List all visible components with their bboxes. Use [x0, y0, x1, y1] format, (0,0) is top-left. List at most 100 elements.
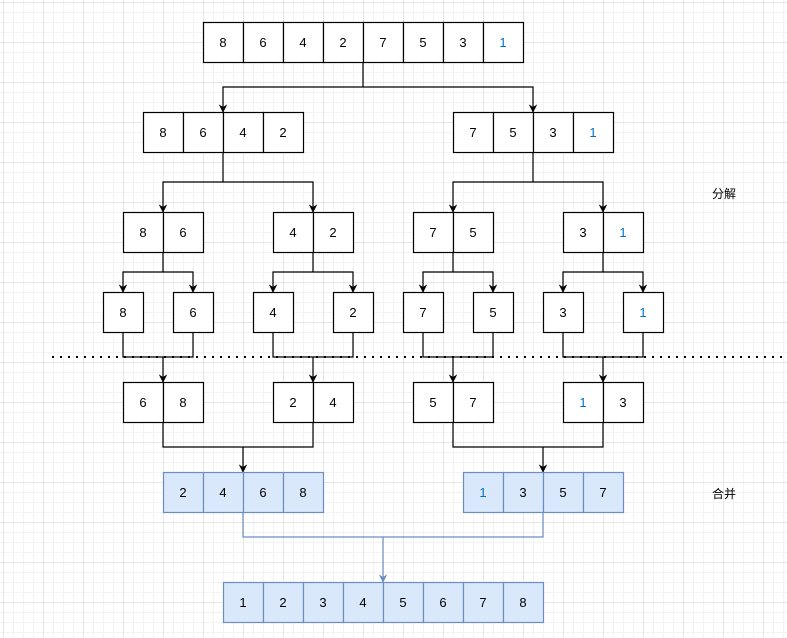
cell-value: 6: [189, 305, 196, 320]
cell-value: 4: [289, 225, 296, 240]
cell-value: 3: [619, 395, 626, 410]
cell-value: 4: [219, 485, 226, 500]
cell-value: 2: [279, 125, 286, 140]
array-cell: [162, 211, 205, 254]
cell-value: 4: [329, 395, 336, 410]
array-cell: [262, 111, 305, 154]
array-cell: [322, 21, 365, 64]
cell-value: 8: [119, 305, 126, 320]
array-cell: [162, 471, 205, 514]
cell-value: 1: [579, 395, 586, 410]
cell-value: 2: [349, 305, 356, 320]
connector-line: [363, 86, 538, 113]
cell-value: 1: [639, 305, 646, 320]
array-cell: [242, 471, 285, 514]
connector-line: [272, 332, 313, 358]
connector-line: [268, 271, 313, 293]
array-cell: [262, 581, 305, 624]
array-cell: [462, 581, 505, 624]
array-node: 7 5 3 1: [452, 111, 615, 154]
cell-value: 6: [199, 125, 206, 140]
array-cell: [562, 381, 605, 424]
array-node: 2 4 6 8: [162, 471, 325, 514]
cell-value: 7: [479, 595, 486, 610]
connector-line: [558, 271, 603, 293]
cell-value: 3: [519, 485, 526, 500]
array-cell: [602, 211, 645, 254]
connector-line: [313, 332, 354, 358]
cell-value: 1: [619, 225, 626, 240]
array-cell: [462, 471, 505, 514]
cell-value: 5: [559, 485, 566, 500]
array-cell: [452, 381, 495, 424]
array-cell: [362, 21, 405, 64]
array-cell: [452, 111, 495, 154]
cell-value: 4: [269, 305, 276, 320]
connector-line: [453, 271, 498, 293]
cell-value: 6: [139, 395, 146, 410]
cell-value: 1: [499, 35, 506, 50]
cell-value: 4: [359, 595, 366, 610]
array-cell: [172, 291, 215, 334]
array-cell: [622, 291, 665, 334]
array-cell: [442, 21, 485, 64]
array-node: 3: [542, 291, 585, 334]
connector-line: [243, 422, 314, 448]
array-cell: [402, 21, 445, 64]
connector-line: [543, 422, 604, 448]
array-cell: [412, 381, 455, 424]
array-cell: [422, 581, 465, 624]
cell-value: 7: [379, 35, 386, 50]
array-cell: [202, 21, 245, 64]
array-node: 1: [622, 291, 665, 334]
cell-value: 4: [299, 35, 306, 50]
connector-line: [163, 332, 194, 358]
cell-value: 5: [469, 225, 476, 240]
array-cell: [492, 111, 535, 154]
connector-line: [422, 332, 453, 358]
connector-line: [418, 271, 453, 293]
cell-value: 8: [219, 35, 226, 50]
cell-value: 2: [339, 35, 346, 50]
connector-line: [122, 332, 163, 358]
cell-value: 8: [299, 485, 306, 500]
connector-line: [118, 271, 163, 293]
array-cell: [302, 581, 345, 624]
cell-value: 3: [559, 305, 566, 320]
array-node: 8: [102, 291, 145, 334]
cell-value: 1: [589, 125, 596, 140]
array-cell: [102, 291, 145, 334]
cell-value: 5: [509, 125, 516, 140]
array-cell: [532, 111, 575, 154]
connector-line: [163, 271, 198, 293]
cell-value: 2: [329, 225, 336, 240]
connector-line: [313, 271, 358, 293]
cell-value: 8: [139, 225, 146, 240]
array-cell: [222, 581, 265, 624]
cell-value: 5: [489, 305, 496, 320]
cell-value: 2: [179, 485, 186, 500]
array-cell: [122, 211, 165, 254]
connector-line: [223, 181, 318, 213]
cell-value: 3: [549, 125, 556, 140]
cell-value: 1: [479, 485, 486, 500]
cell-value: 6: [259, 485, 266, 500]
cell-value: 7: [469, 125, 476, 140]
connector-line: [603, 332, 644, 358]
cell-value: 3: [579, 225, 586, 240]
array-cell: [382, 581, 425, 624]
array-cell: [182, 111, 225, 154]
connector-line: [452, 422, 543, 448]
cell-value: 6: [439, 595, 446, 610]
array-cell: [502, 581, 545, 624]
array-cell: [282, 471, 325, 514]
connector-line: [162, 422, 243, 448]
cell-value: 2: [279, 595, 286, 610]
